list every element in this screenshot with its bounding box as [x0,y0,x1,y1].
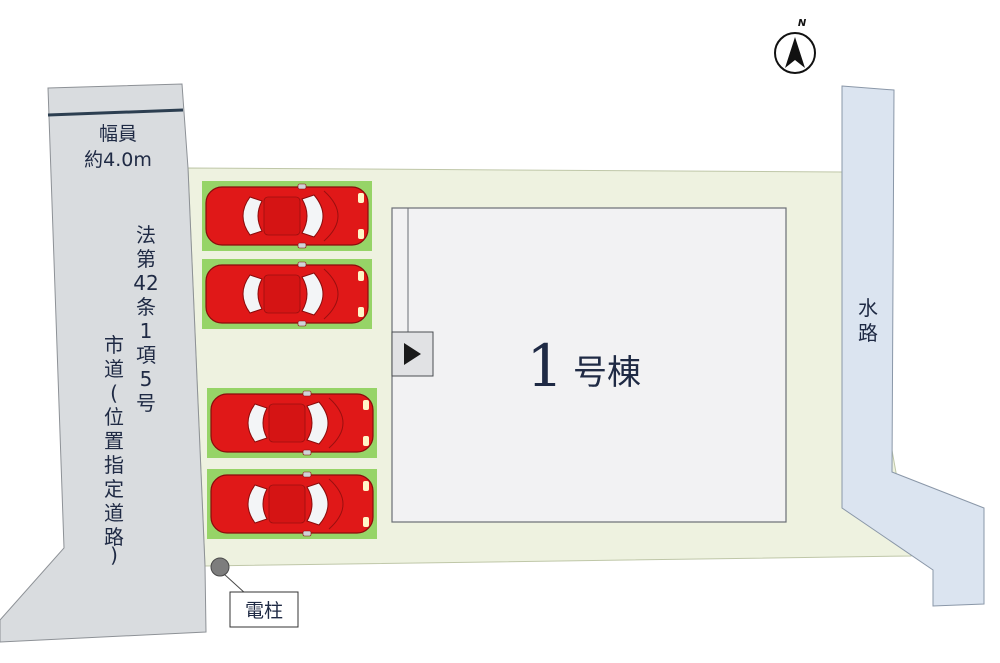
parking-space-2 [202,259,372,329]
svg-text:路: 路 [104,525,124,549]
waterway-label: 水 路 [858,296,878,345]
parking-space-3 [207,388,377,458]
road-classification-label: 法 第 42 条 1 項 5 号 [133,223,158,415]
parking-space-1 [202,181,372,251]
svg-text:位: 位 [104,405,124,429]
building-footprint [391,207,787,523]
svg-text:号: 号 [136,391,156,415]
svg-text:市: 市 [104,333,124,357]
building-number: 1 [527,332,564,400]
north-label: N [798,18,807,29]
utility-pole-icon [210,557,230,577]
road-area [0,83,207,643]
svg-text:置: 置 [104,429,124,453]
svg-text:道: 道 [104,501,124,525]
entrance-marker [391,331,434,377]
road-width-label-line1: 幅員 [99,123,137,145]
svg-text:道: 道 [104,357,124,381]
building-suffix: 号棟 [573,353,641,393]
utility-pole-label-box [229,591,299,628]
parking-space-4 [207,469,377,539]
road-width-label-line2: 約4.0m [84,149,152,171]
svg-text:法: 法 [136,223,156,247]
svg-text:): ) [110,543,118,567]
svg-text:5: 5 [140,367,153,391]
waterway-area [841,85,985,607]
road-name-label: 市 道 ( 位 置 指 定 道 路 ) [104,333,124,567]
svg-text:1: 1 [140,319,153,343]
svg-text:条: 条 [136,295,156,319]
svg-text:(: ( [110,381,118,405]
svg-text:項: 項 [136,343,156,367]
utility-pole-label: 電柱 [245,600,283,622]
north-compass-icon: N [774,18,816,74]
svg-text:路: 路 [858,321,878,345]
svg-text:水: 水 [858,296,878,320]
svg-text:第: 第 [136,247,156,271]
svg-text:指: 指 [104,453,124,477]
svg-text:42: 42 [133,271,158,295]
svg-text:定: 定 [104,477,124,501]
road-boundary-line [47,108,184,117]
